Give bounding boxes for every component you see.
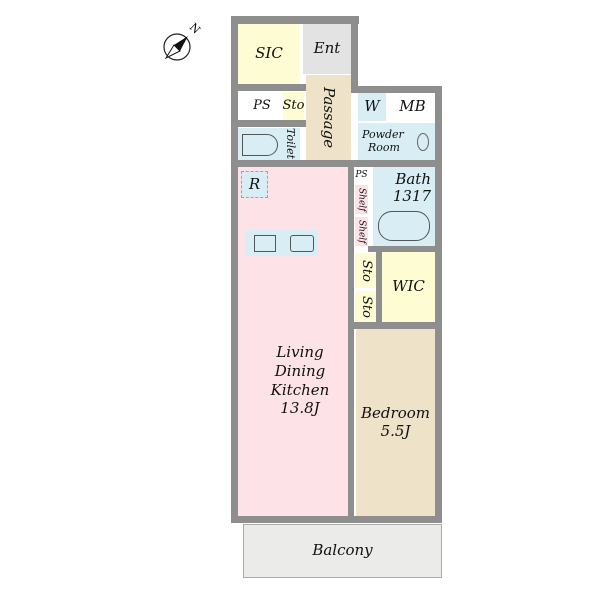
room-ps-small: PS <box>355 168 368 182</box>
room-label: Toilet <box>284 128 297 160</box>
room-toilet: Toilet <box>238 128 300 160</box>
room-label: Powder <box>362 127 404 141</box>
room-ps: PS <box>244 92 280 120</box>
wall <box>231 16 238 522</box>
room-label: Shelf <box>356 219 367 244</box>
wall <box>351 16 358 88</box>
wall <box>351 86 442 93</box>
kitchen-counter <box>246 230 318 256</box>
room-entrance: Ent <box>303 24 351 74</box>
room-label: Room <box>368 140 400 154</box>
room-label: Passage <box>320 86 339 149</box>
room-label: Living <box>276 343 324 361</box>
room-label: SIC <box>255 44 283 63</box>
room-label: Sto <box>358 295 374 318</box>
wall <box>368 246 440 252</box>
shelf-2: Shelf <box>355 217 368 246</box>
wall <box>231 516 442 523</box>
wall <box>435 86 442 522</box>
room-label: MB <box>399 97 426 116</box>
room-area: 13.8J <box>280 399 320 418</box>
shelf-1: Shelf <box>355 185 368 214</box>
bathtub-icon <box>378 211 430 241</box>
room-storage-2: Sto <box>355 291 376 322</box>
room-label: Shelf <box>356 187 367 212</box>
room-bedroom: Bedroom 5.5J <box>356 329 435 516</box>
room-label: Ent <box>313 39 341 58</box>
wall <box>376 252 382 324</box>
room-passage: Passage <box>306 75 351 160</box>
room-meter-box: MB <box>390 93 435 121</box>
wall <box>231 120 306 127</box>
room-washer: W <box>358 93 386 121</box>
room-label: Dining <box>274 361 326 380</box>
balcony: Balcony <box>243 524 442 578</box>
bath-size: 1317 <box>392 187 431 206</box>
room-label: PS <box>253 97 271 113</box>
compass-icon: N <box>160 21 203 64</box>
room-label: WIC <box>392 277 425 296</box>
room-label-group: Living Dining Kitchen 13.8J <box>260 343 340 418</box>
room-storage: Sto <box>283 92 304 120</box>
room-label: R <box>248 174 261 193</box>
room-area: 5.5J <box>380 421 411 440</box>
room-label: Kitchen <box>270 380 330 399</box>
room-label: Sto <box>358 259 374 282</box>
sink-icon <box>417 133 429 151</box>
room-label: PS <box>355 169 368 180</box>
room-label: Balcony <box>312 541 373 560</box>
wall <box>231 84 306 91</box>
kitchen-sink-icon <box>290 235 314 252</box>
refrigerator-space: R <box>241 171 268 198</box>
toilet-icon <box>242 134 278 156</box>
room-storage-1: Sto <box>355 253 376 288</box>
wall <box>231 16 359 24</box>
room-label: W <box>364 97 380 116</box>
room-bath: Bath 1317 <box>373 167 435 246</box>
room-sic: SIC <box>238 24 300 84</box>
room-living-dining-kitchen: R Living Dining Kitchen 13.8J <box>238 167 348 516</box>
room-label: Bath <box>395 170 431 188</box>
stove-icon <box>254 235 276 252</box>
wall <box>231 160 441 167</box>
room-walk-in-closet: WIC <box>382 252 435 322</box>
room-powder-room: Powder Room <box>358 123 435 160</box>
wall <box>348 160 354 520</box>
wall <box>350 322 440 329</box>
room-label: Sto <box>282 97 305 113</box>
room-label: Bedroom <box>361 404 430 423</box>
